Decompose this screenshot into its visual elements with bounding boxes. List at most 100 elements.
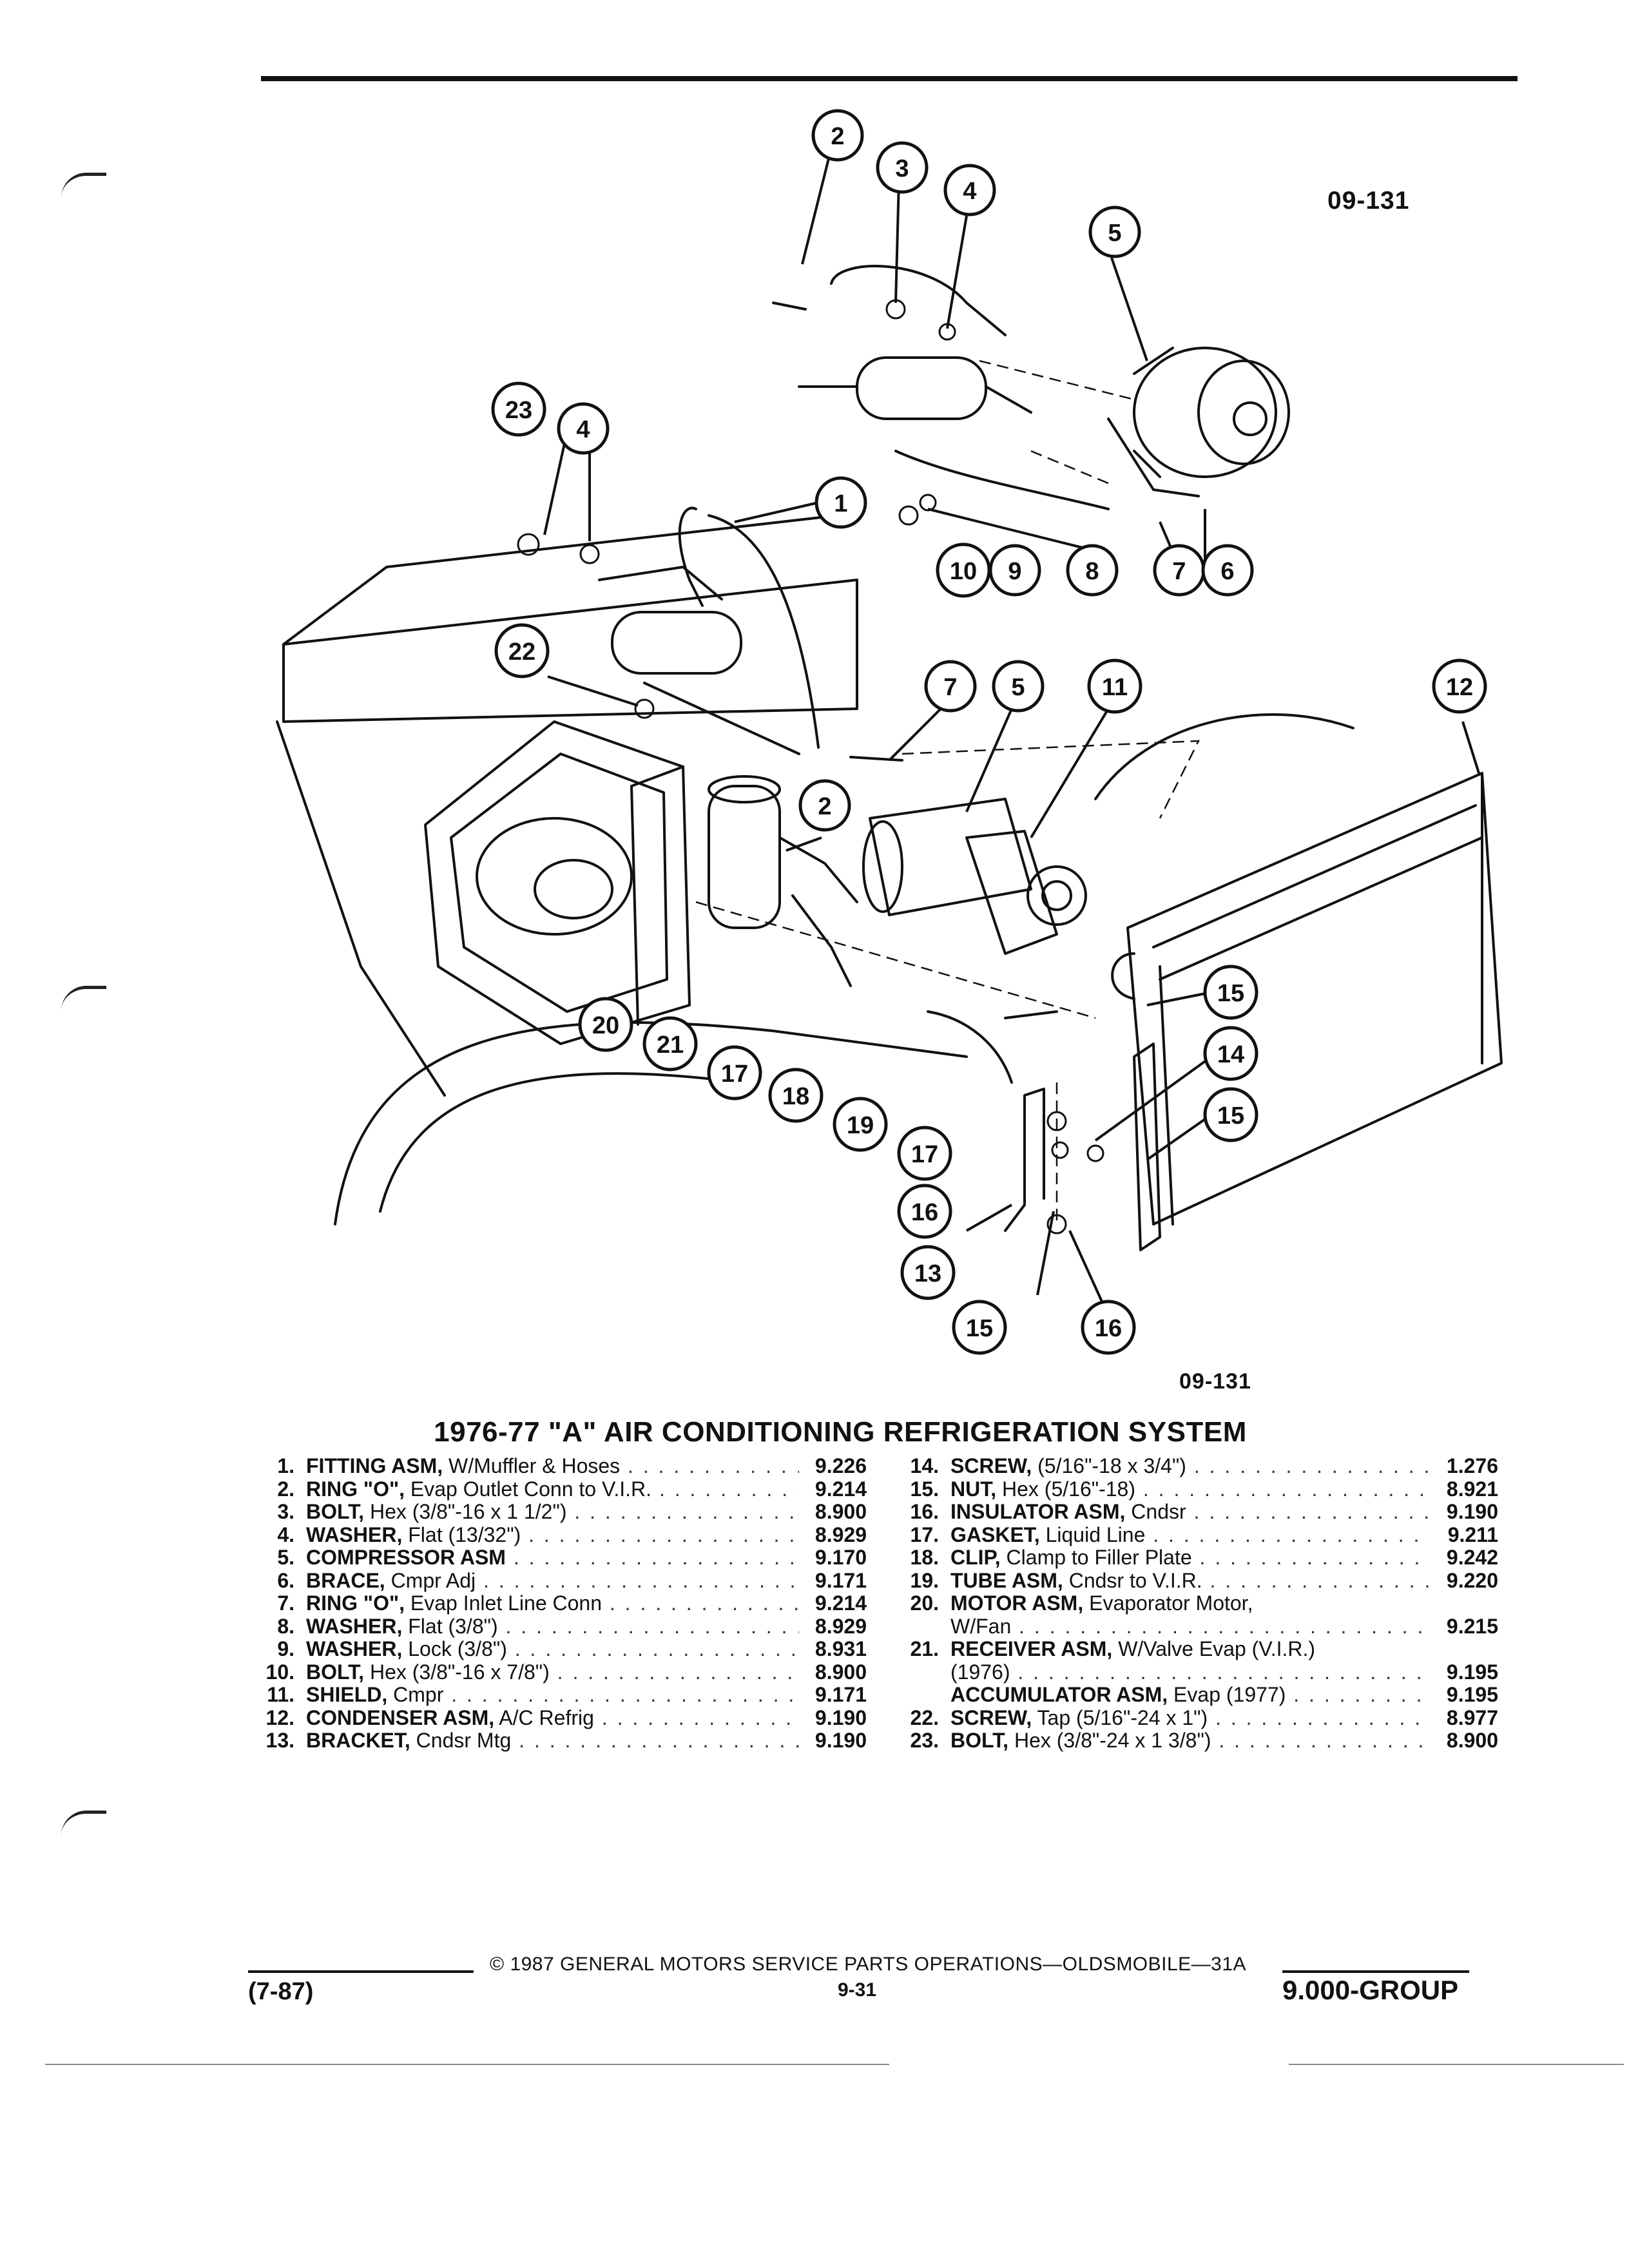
part-number: 20.	[910, 1591, 939, 1615]
leader-dots: . . . . . . . . . . . . . . . . . . . . …	[574, 1501, 799, 1523]
part-description: FITTING ASM, W/Muffler & Hoses . . . . .…	[306, 1455, 799, 1478]
svg-text:2: 2	[831, 123, 844, 150]
hood-edge	[282, 514, 839, 646]
margin-mark	[61, 986, 106, 1011]
leader-dots: . . . . . . . . . . . . . . . . . . . . …	[1219, 1729, 1431, 1752]
part-group-ref: 8.929	[815, 1614, 867, 1638]
footer-page-number: 9-31	[838, 1979, 877, 2001]
part-detail: (5/16"-18 x 3/4")	[1037, 1455, 1186, 1477]
callout-5b: 5	[992, 660, 1045, 713]
part-number: 19.	[910, 1568, 939, 1592]
part-number: 22.	[910, 1706, 939, 1729]
svg-text:8: 8	[1085, 558, 1099, 585]
callout-4: 4	[943, 164, 996, 216]
part-number: 23.	[910, 1729, 939, 1752]
part-detail: A/C Refrig	[499, 1706, 594, 1729]
part-group-ref	[1431, 1638, 1498, 1661]
part-number: 8.	[277, 1614, 294, 1638]
part-name: WASHER,	[306, 1615, 403, 1638]
part-number: 12.	[265, 1706, 294, 1729]
leader-dots: . . . . . . . . . . . . . . . . . . . . …	[1293, 1684, 1431, 1706]
part-number: 17.	[910, 1523, 939, 1546]
part-group-ref	[1431, 1592, 1498, 1615]
cowl-line	[276, 720, 446, 1097]
condenser-bracket	[1004, 1043, 1161, 1251]
figure-id-bottom: 09-131	[1179, 1369, 1251, 1394]
part-number: 3.	[277, 1500, 294, 1523]
callout-2b: 2	[798, 779, 851, 832]
callout-13: 13	[900, 1245, 956, 1300]
part-detail: Lock (3/8")	[408, 1638, 507, 1660]
part-description: SCREW, (5/16"-18 x 3/4") . . . . . . . .…	[950, 1455, 1431, 1478]
fender-outline	[282, 579, 858, 723]
part-name: CLIP,	[950, 1546, 1001, 1569]
scan-line	[1289, 2064, 1624, 2065]
part-description: WASHER, Lock (3/8") . . . . . . . . . . …	[306, 1638, 799, 1661]
svg-text:4: 4	[576, 416, 590, 443]
part-description: W/Fan . . . . . . . . . . . . . . . . . …	[950, 1615, 1431, 1639]
callout-10: 10	[936, 543, 991, 598]
part-name: BOLT,	[306, 1501, 365, 1523]
part-name: TUBE ASM,	[950, 1569, 1063, 1592]
callout-14: 14	[1203, 1026, 1258, 1081]
leader-dots: . . . . . . . . . . . . . . . . . . . . …	[519, 1729, 799, 1752]
part-description: NUT, Hex (5/16"-18) . . . . . . . . . . …	[950, 1478, 1431, 1501]
part-name: INSULATOR ASM,	[950, 1501, 1126, 1523]
svg-text:21: 21	[657, 1032, 684, 1059]
muffler-upper	[772, 265, 1032, 420]
part-row: 3.BOLT, Hex (3/8"-16 x 1 1/2") . . . . .…	[248, 1500, 867, 1524]
part-row: 5.COMPRESSOR ASM . . . . . . . . . . . .…	[248, 1546, 867, 1570]
footer-date: (7-87)	[248, 1978, 314, 2005]
part-name: SCREW,	[950, 1706, 1032, 1729]
part-name: SCREW,	[950, 1455, 1032, 1477]
part-detail: Hex (3/8"-24 x 1 3/8")	[1014, 1729, 1211, 1752]
part-description: GASKET, Liquid Line . . . . . . . . . . …	[950, 1524, 1431, 1547]
svg-text:7: 7	[1172, 558, 1186, 585]
svg-text:15: 15	[966, 1315, 993, 1342]
svg-text:5: 5	[1011, 674, 1025, 701]
leader-dots: . . . . . . . . . . . . . . . . . . . . …	[1019, 1615, 1431, 1638]
svg-text:14: 14	[1217, 1041, 1244, 1068]
footer-copyright: © 1987 GENERAL MOTORS SERVICE PARTS OPER…	[490, 1954, 1247, 1975]
callout-16b: 16	[1081, 1300, 1136, 1355]
leader-dots: . . . . . . . . . . . . . . . . . . . . …	[1210, 1569, 1431, 1592]
part-number: 21.	[910, 1637, 939, 1660]
part-description: SHIELD, Cmpr . . . . . . . . . . . . . .…	[306, 1684, 799, 1707]
exploded-diagram: 2 3 4 5 23 4 1 10 9 8 7 6 22 7 5 11 12 2…	[276, 109, 1503, 1355]
part-name: CONDENSER ASM,	[306, 1706, 495, 1729]
evaporator-case	[424, 720, 691, 1045]
part-detail: Clamp to Filler Plate	[1006, 1546, 1192, 1569]
part-group-ref: 8.921	[1446, 1477, 1498, 1501]
leader-dots: . . . . . . . . . . . . . . . . . . . . …	[628, 1455, 799, 1477]
part-row: 16.INSULATOR ASM, Cndsr . . . . . . . . …	[892, 1500, 1498, 1524]
part-description: SCREW, Tap (5/16"-24 x 1") . . . . . . .…	[950, 1707, 1431, 1730]
callout-12: 12	[1432, 658, 1487, 714]
svg-text:2: 2	[818, 793, 831, 820]
part-row: 21.RECEIVER ASM, W/Valve Evap (V.I.R.)	[892, 1637, 1498, 1661]
callout-18: 18	[768, 1068, 824, 1123]
part-number: 6.	[277, 1568, 294, 1592]
callout-2: 2	[811, 109, 864, 162]
part-description: COMPRESSOR ASM . . . . . . . . . . . . .…	[306, 1546, 799, 1570]
footer-group: 9.000-GROUP	[1282, 1975, 1459, 2005]
callout-bubbles: 2 3 4 5 23 4 1 10 9 8 7 6 22 7 5 11 12 2…	[491, 109, 1487, 1355]
svg-text:20: 20	[592, 1012, 619, 1039]
part-name: NUT,	[950, 1477, 997, 1501]
part-name: BOLT,	[950, 1729, 1009, 1752]
part-number: 16.	[910, 1500, 939, 1523]
part-number: 1.	[277, 1454, 294, 1477]
part-number	[892, 1615, 950, 1639]
svg-text:1: 1	[834, 490, 847, 517]
callout-23: 23	[491, 381, 546, 437]
part-name: BOLT,	[306, 1660, 365, 1684]
part-description: CONDENSER ASM, A/C Refrig . . . . . . . …	[306, 1707, 799, 1730]
leader-dots: . . . . . . . . . . . . . . . . . . . . …	[557, 1660, 799, 1684]
part-row: ACCUMULATOR ASM, Evap (1977) . . . . . .…	[892, 1683, 1498, 1707]
part-group-ref: 9.195	[1446, 1683, 1498, 1706]
part-row: 9.WASHER, Lock (3/8") . . . . . . . . . …	[248, 1637, 867, 1661]
leader-dots: . . . . . . . . . . . . . . . . . . . . …	[1142, 1477, 1431, 1501]
svg-text:16: 16	[911, 1199, 938, 1226]
wheel-arch-inner	[379, 1072, 742, 1213]
leader-dots: . . . . . . . . . . . . . . . . . . . . …	[513, 1546, 799, 1569]
leader-dots: . . . . . . . . . . . . . . . . . . . . …	[609, 1592, 799, 1615]
